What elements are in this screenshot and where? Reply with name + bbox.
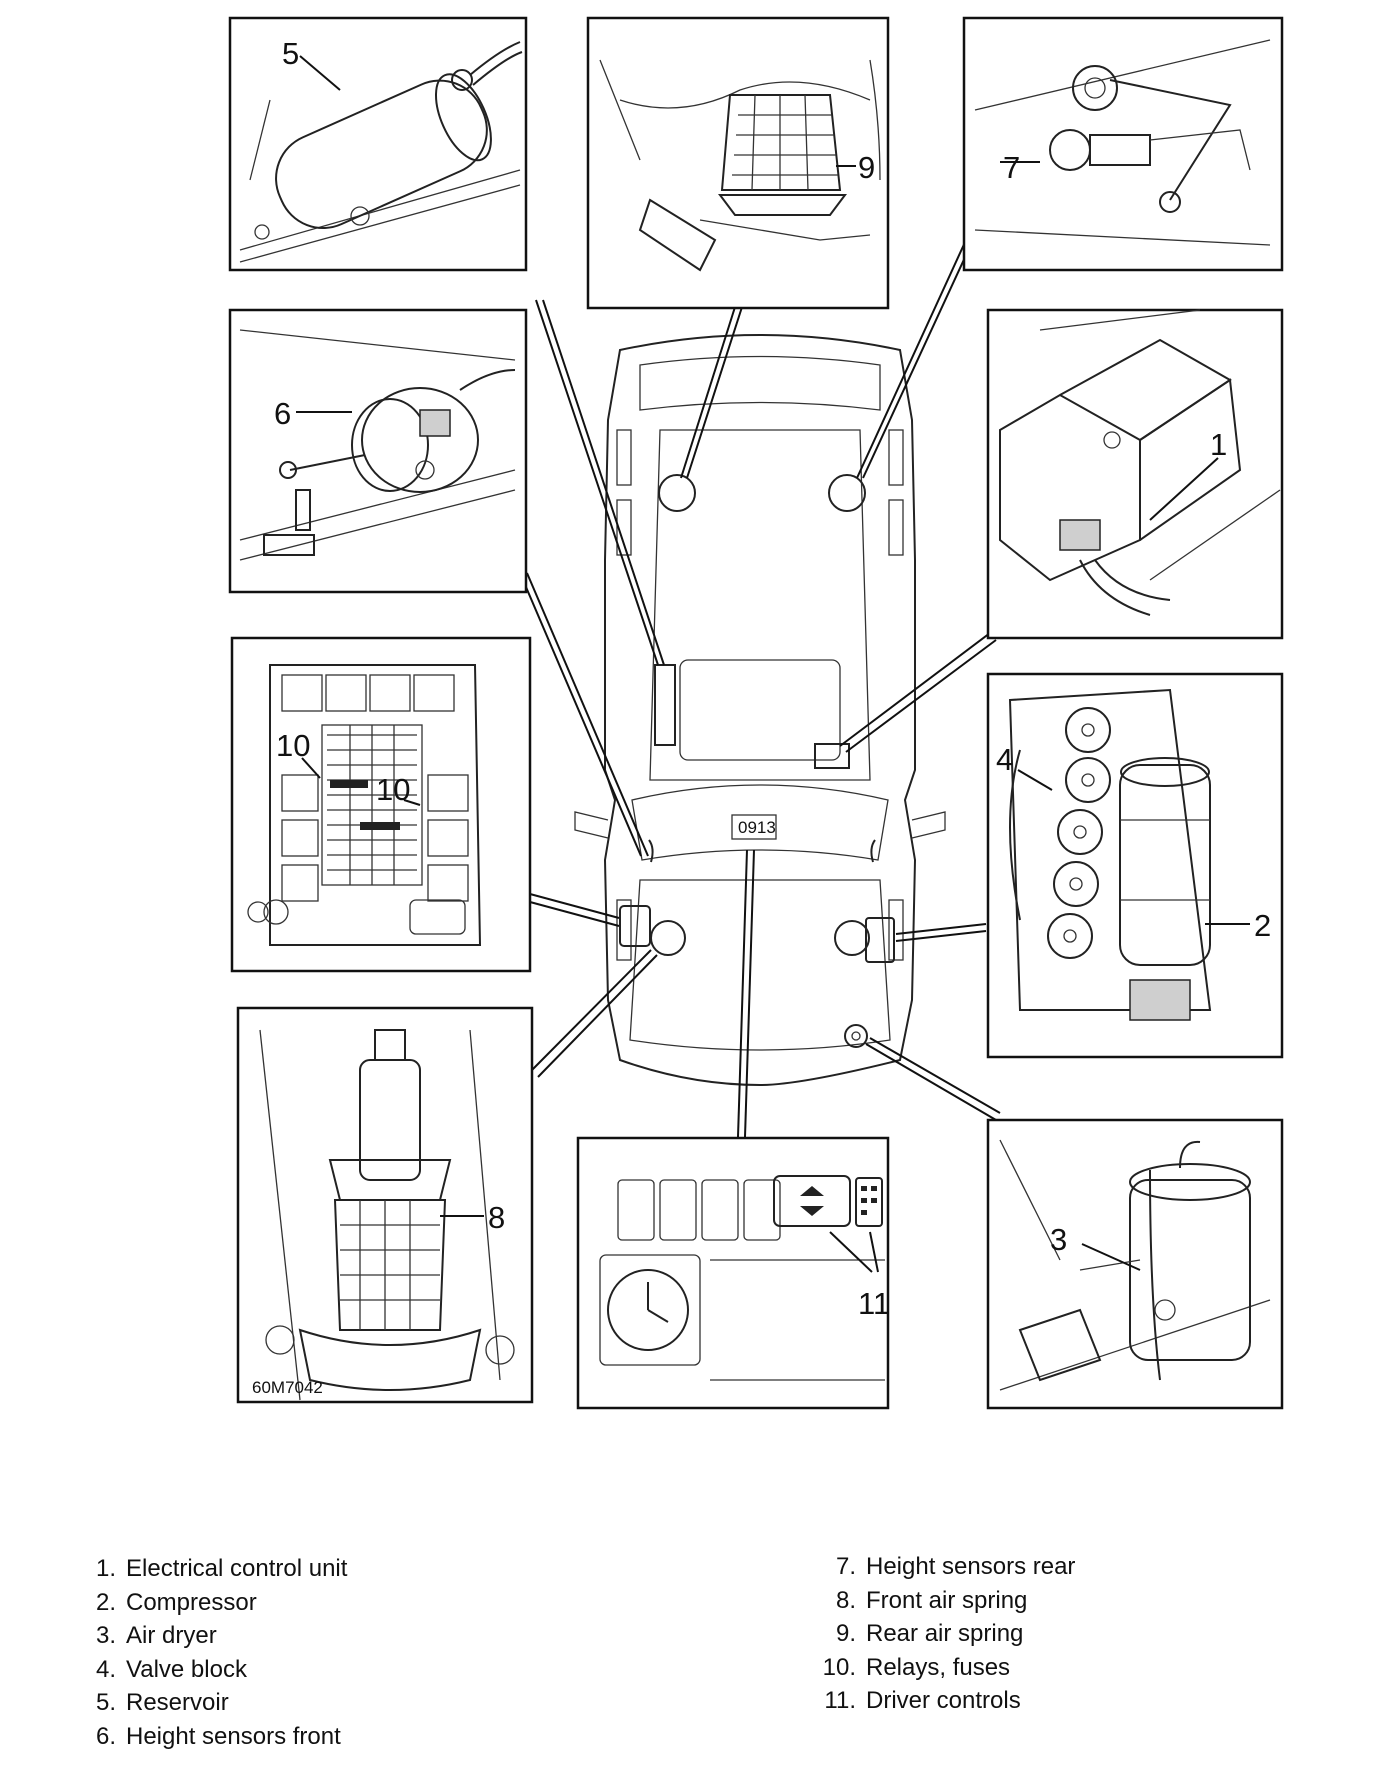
legend-item: 1. Electrical control unit — [82, 1552, 347, 1586]
callout-11: 11 — [858, 1286, 890, 1321]
callout-1: 1 — [1210, 427, 1227, 462]
legend-left: 1. Electrical control unit 2. Compressor 3. A… — [82, 1552, 347, 1753]
callout-5: 5 — [282, 36, 299, 71]
legend-item: 10. Relays, fuses — [808, 1651, 1075, 1685]
legend-label: Air dryer — [126, 1622, 217, 1649]
legend-label: Rear air spring — [866, 1620, 1024, 1647]
legend-item: 6. Height sensors front — [82, 1720, 347, 1754]
dash-label: 0913 — [738, 818, 776, 837]
legend-label: Reservoir — [126, 1689, 229, 1716]
legend-number: 11. — [824, 1687, 856, 1714]
panel-compressor-valve-block: 4 2 — [986, 672, 1284, 1059]
callout-8: 8 — [488, 1200, 505, 1235]
legend-label: Valve block — [126, 1655, 247, 1683]
panel-reservoir: 5 — [228, 16, 528, 272]
legend-number: 3. — [95, 1622, 116, 1649]
panel-height-sensors-rear: 7 — [962, 16, 1284, 272]
legend-number: 4. — [95, 1655, 116, 1683]
panel-electrical-control-unit: 1 — [986, 308, 1284, 640]
callout-7: 7 — [1003, 150, 1020, 185]
component-location-diagram: 0913 — [228, 16, 1284, 1410]
legend-item: 3. Air dryer — [82, 1619, 347, 1653]
legend-label: Compressor — [126, 1588, 257, 1616]
panel-height-sensors-front: 6 — [228, 308, 528, 594]
callout-3: 3 — [1050, 1222, 1067, 1257]
legend-item: 8. Front air spring — [808, 1584, 1075, 1618]
legend-number: 2. — [95, 1588, 116, 1616]
legend-item: 5. Reservoir — [82, 1686, 347, 1720]
panel-relays-fuses: 10 10 — [230, 636, 532, 973]
callout-10-a: 10 — [276, 728, 310, 763]
legend-label: Electrical control unit — [126, 1555, 348, 1582]
legend-item: 4. Valve block — [82, 1653, 347, 1687]
panel-driver-controls: 11 — [576, 1136, 890, 1410]
legend-right: 7. Height sensors rear 8. Front air spring 9… — [808, 1550, 1076, 1718]
panel-rear-air-spring: 9 — [586, 16, 890, 310]
panel-front-air-spring: 8 60M7042 — [236, 1006, 534, 1404]
callout-2: 2 — [1254, 908, 1271, 943]
legend-number: 7. — [835, 1553, 856, 1580]
legend-label: Relays, fuses — [866, 1653, 1011, 1681]
legend-label: Height sensors front — [126, 1722, 341, 1750]
legend-label: Driver controls — [866, 1687, 1021, 1714]
legend-item: 2. Compressor — [82, 1586, 347, 1620]
panel-air-dryer: 3 — [986, 1118, 1284, 1410]
car-top-view: 0913 — [574, 333, 946, 1087]
callout-4: 4 — [996, 742, 1013, 777]
legend-label: Height sensors rear — [866, 1553, 1076, 1580]
legend-label: Front air spring — [866, 1586, 1028, 1614]
callout-6: 6 — [274, 396, 291, 431]
legend-number: 10. — [822, 1653, 856, 1681]
legend-item: 11. Driver controls — [808, 1684, 1075, 1718]
legend-item: 9. Rear air spring — [808, 1617, 1075, 1651]
legend-number: 9. — [835, 1620, 856, 1647]
figure-code: 60M7042 — [252, 1378, 323, 1397]
callout-9: 9 — [858, 150, 875, 185]
legend-number: 5. — [95, 1689, 116, 1716]
legend-item: 7. Height sensors rear — [808, 1550, 1075, 1584]
leader-lines — [519, 239, 1001, 1138]
legend-number: 6. — [95, 1722, 116, 1750]
callout-10-b: 10 — [376, 772, 410, 807]
legend-number: 1. — [95, 1555, 116, 1582]
legend-number: 8. — [835, 1586, 856, 1614]
